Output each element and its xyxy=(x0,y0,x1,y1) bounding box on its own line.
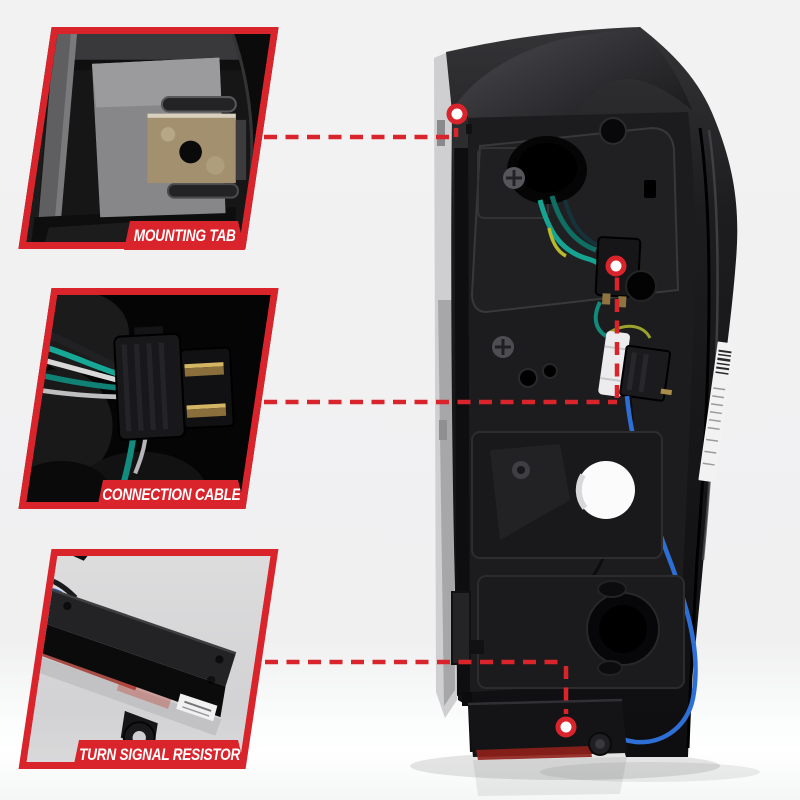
leader-lines xyxy=(264,124,620,714)
callout-marker-connection-cable-icon xyxy=(605,255,627,277)
mounting-tab-scene xyxy=(18,27,279,249)
product-sticker xyxy=(698,341,735,483)
label-text: MOUNTING TAB xyxy=(134,226,236,245)
connection-cable-photo xyxy=(18,288,279,509)
housing-body xyxy=(446,27,738,757)
upper-bay xyxy=(452,117,680,314)
floor-reflection xyxy=(410,752,760,796)
callout-marker-turn-signal-resistor-icon xyxy=(555,716,577,738)
attached-resistor-box xyxy=(462,692,627,760)
callout-marker-mounting-tab-icon xyxy=(446,103,468,125)
mounting-tab-photo xyxy=(18,27,279,249)
connection-cable-scene xyxy=(18,288,279,509)
label-text: CONNECTION CABLE xyxy=(102,485,241,504)
inset-photo-turn-signal-resistor xyxy=(18,549,279,769)
bulb-socket-plug xyxy=(594,236,642,308)
label-banner-mounting-tab: MOUNTING TAB xyxy=(124,221,245,250)
turn-signal-resistor-photo xyxy=(18,549,279,769)
turn-signal-resistor-scene xyxy=(18,549,279,769)
lens-edge xyxy=(434,52,457,718)
label-text: TURN SIGNAL RESISTOR xyxy=(79,745,240,764)
inset-photo-connection-cable xyxy=(18,288,279,509)
wiring-harness xyxy=(537,195,698,745)
inset-photo-mounting-tab xyxy=(18,27,279,249)
label-banner-connection-cable: CONNECTION CABLE xyxy=(97,480,245,509)
label-banner-turn-signal-resistor: TURN SIGNAL RESISTOR xyxy=(73,740,245,769)
connection-cable-plug xyxy=(598,331,673,402)
middle-bay xyxy=(471,336,663,559)
callout-markers xyxy=(446,103,627,738)
lower-bay xyxy=(451,575,685,689)
